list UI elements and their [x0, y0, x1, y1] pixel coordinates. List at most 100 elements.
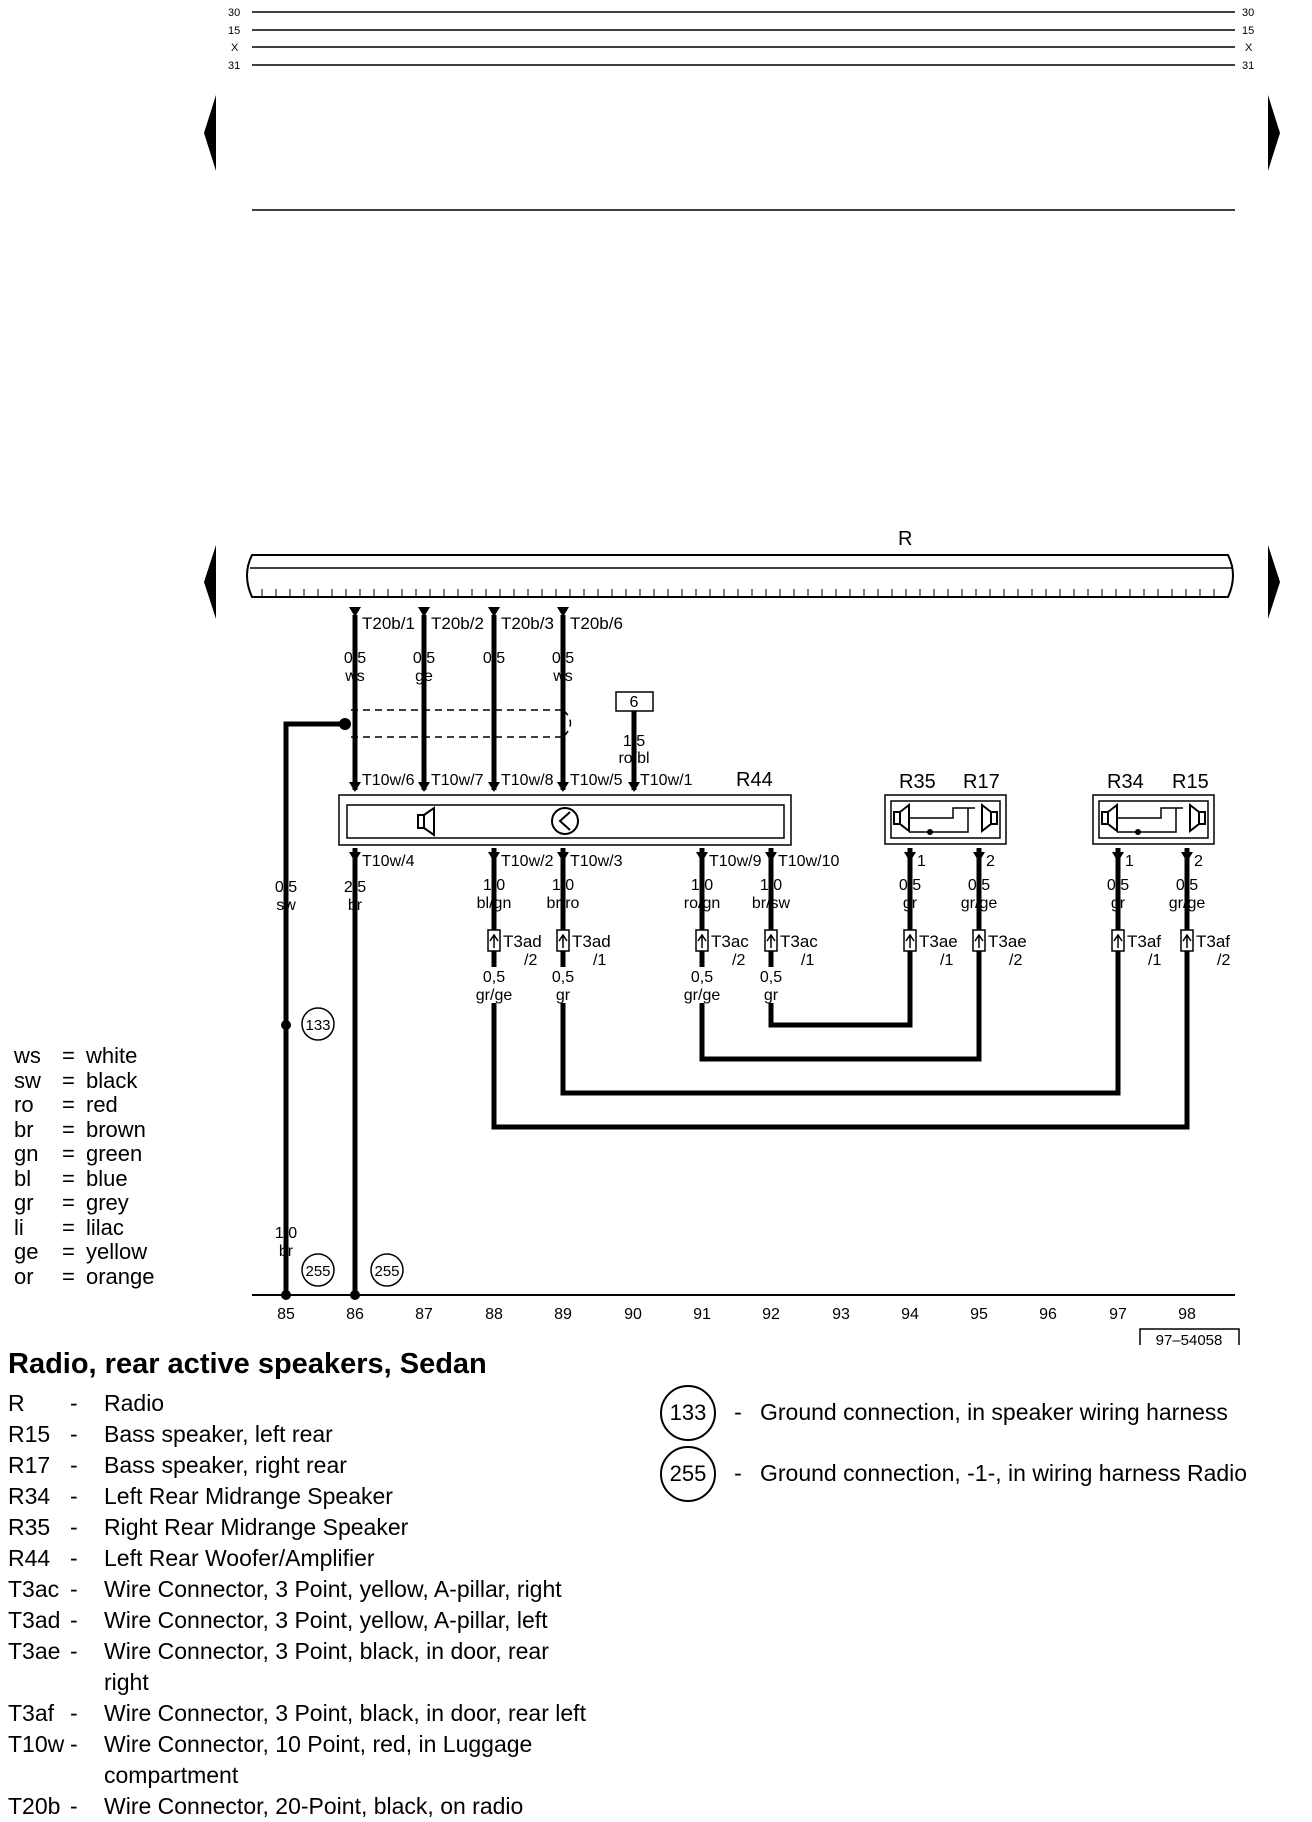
color-code-row: ws=white: [14, 1043, 155, 1069]
color-abbr: ge: [14, 1239, 39, 1264]
connector-t10w-4: T10w/4: [362, 853, 415, 870]
lower-wire-labels: 0,5 gr/ge 0,5 gr 0,5 gr/ge 0,5 gr: [476, 969, 782, 1004]
color-abbr: gn: [14, 1141, 39, 1166]
t3af-pin-1: /1: [1148, 952, 1161, 969]
track-87: 87: [415, 1306, 433, 1323]
track-86: 86: [346, 1306, 364, 1323]
color-abbr: sw: [14, 1067, 41, 1093]
continuation-arrow-right: [1268, 95, 1280, 171]
r34-label: R34: [1107, 771, 1144, 793]
ground-legend-row: 133 - Ground connection, in speaker wiri…: [660, 1382, 1247, 1443]
t3ad-label-a: T3ad: [503, 932, 542, 951]
legend-code: T3af: [8, 1700, 55, 1726]
track-95: 95: [970, 1306, 988, 1323]
diagram-id: 97–54058: [1156, 1332, 1223, 1345]
legend-dash: -: [70, 1390, 78, 1416]
t3ac-label-b: T3ac: [780, 932, 818, 951]
color-name: green: [86, 1141, 143, 1166]
legend-desc: Left Rear Midrange Speaker: [104, 1483, 393, 1509]
wiring-diagram: 30 15 X 31 30 15 X 31 R: [204, 7, 1280, 1345]
color-abbr: gr: [14, 1190, 34, 1215]
connector-t10w-3: T10w/3: [570, 853, 623, 870]
track-88: 88: [485, 1306, 503, 1323]
track-91: 91: [693, 1306, 711, 1323]
ground-255-label-b: 255: [374, 1263, 399, 1280]
legend-row: T3ae-Wire Connector, 3 Point, black, in …: [8, 1636, 648, 1698]
rail-label-15-right: 15: [1242, 25, 1254, 37]
t3ae-label-a: T3ae: [919, 932, 958, 951]
track-90: 90: [624, 1306, 642, 1323]
legend-row: R-Radio: [8, 1388, 648, 1419]
speaker-icon: [417, 806, 435, 837]
color-code-row: gn = green: [14, 1141, 155, 1167]
track-numbers: 85 86 87 88 89 90 91 92 93 94 95 96 97 9…: [277, 1306, 1196, 1323]
track-94: 94: [901, 1306, 919, 1323]
legend-dash: -: [70, 1793, 78, 1819]
w91-size: 1,0: [691, 877, 713, 894]
radio-ticks: [261, 589, 1215, 597]
color-abbr: ws: [14, 1043, 41, 1068]
legend-dash: -: [70, 1638, 78, 1664]
continuation-arrow-left: [204, 95, 216, 171]
legend-dash: -: [70, 1514, 78, 1540]
color-code-row: gr=grey: [14, 1190, 155, 1216]
t3ac-pin-2: /2: [732, 952, 745, 969]
wire-color-3: li: [490, 668, 497, 685]
equals-sign: =: [62, 1141, 75, 1166]
r34-pin-1: 1: [1125, 853, 1134, 870]
legend-code: R15: [8, 1421, 51, 1447]
continuation-arrow-right-2: [1268, 545, 1280, 619]
legend-desc: Bass speaker, left rear: [104, 1421, 333, 1447]
color-code-row: or=orange: [14, 1263, 155, 1290]
ground-legend-row: 255 - Ground connection, -1-, in wiring …: [660, 1443, 1247, 1504]
wire-color-legend: ws=white sw=black ro=red br=brown gn=gre…: [14, 1043, 155, 1290]
legend-code: R44: [8, 1545, 51, 1571]
r17-pin-2: 2: [986, 853, 995, 870]
legend-row: T3ac-Wire Connector, 3 Point, yellow, A-…: [8, 1574, 648, 1605]
color-abbr: ro: [14, 1092, 34, 1117]
shield-wire-size: 0,5: [275, 879, 297, 896]
legend-row: T20b-Wire Connector, 20-Point, black, on…: [8, 1791, 648, 1822]
ground-node-86: [350, 1290, 360, 1300]
r44-woofer-amplifier: R44: [338, 769, 792, 846]
ground-255-marker-a: 255: [301, 1253, 335, 1287]
legend-desc: Bass speaker, right rear: [104, 1452, 347, 1478]
l91-color: gr/ge: [684, 987, 721, 1004]
equals-sign: =: [62, 1165, 75, 1191]
connector-t10w-9: T10w/9: [709, 853, 762, 870]
track-85: 85: [277, 1306, 295, 1323]
ground-node-85: [281, 1290, 291, 1300]
connector-t10w-5: T10w/5: [570, 772, 623, 789]
color-code-row: br=brown: [14, 1117, 155, 1143]
track-96: 96: [1039, 1306, 1057, 1323]
connector-t10w-6: T10w/6: [362, 772, 415, 789]
page-title: Radio, rear active speakers, Sedan: [8, 1348, 487, 1380]
w91-color: ro/gn: [684, 895, 720, 912]
legend-desc: Wire Connector, 20-Point, black, on radi…: [104, 1793, 524, 1819]
equals-sign: =: [62, 1263, 75, 1289]
fuse-wire-size: 1,5: [623, 733, 645, 750]
component-legend: R-Radio R15-Bass speaker, left rear R17-…: [8, 1388, 648, 1822]
legend-row: R44-Left Rear Woofer/Amplifier: [8, 1543, 648, 1574]
radio-output-wires: [352, 615, 566, 790]
t3af-label-a: T3af: [1127, 932, 1161, 951]
connector-t20b-2: T20b/2: [431, 614, 484, 633]
ground-desc: Ground connection, in speaker wiring har…: [760, 1399, 1228, 1425]
connector-t20b-6: T20b/6: [570, 614, 623, 633]
legend-dash: -: [70, 1452, 78, 1478]
legend-dash: -: [70, 1576, 78, 1602]
legend-dash: -: [734, 1399, 742, 1425]
gnd85-size: 1,0: [275, 1225, 297, 1242]
l89-size: 0,5: [552, 969, 574, 986]
t3ae-label-b: T3ae: [988, 932, 1027, 951]
rail-label-30-right: 30: [1242, 7, 1254, 19]
power-rails: [252, 11, 1235, 211]
legend-dash: -: [70, 1545, 78, 1571]
fuse-label: 6: [630, 694, 639, 711]
connector-t20b-1: T20b/1: [362, 614, 415, 633]
color-code-row: ro=red: [14, 1092, 155, 1118]
fuse-wire-color: ro/bl: [618, 750, 649, 767]
wire-color-2: ge: [415, 668, 433, 685]
equals-sign: =: [62, 1190, 75, 1215]
continuation-arrow-left-2: [204, 545, 216, 619]
